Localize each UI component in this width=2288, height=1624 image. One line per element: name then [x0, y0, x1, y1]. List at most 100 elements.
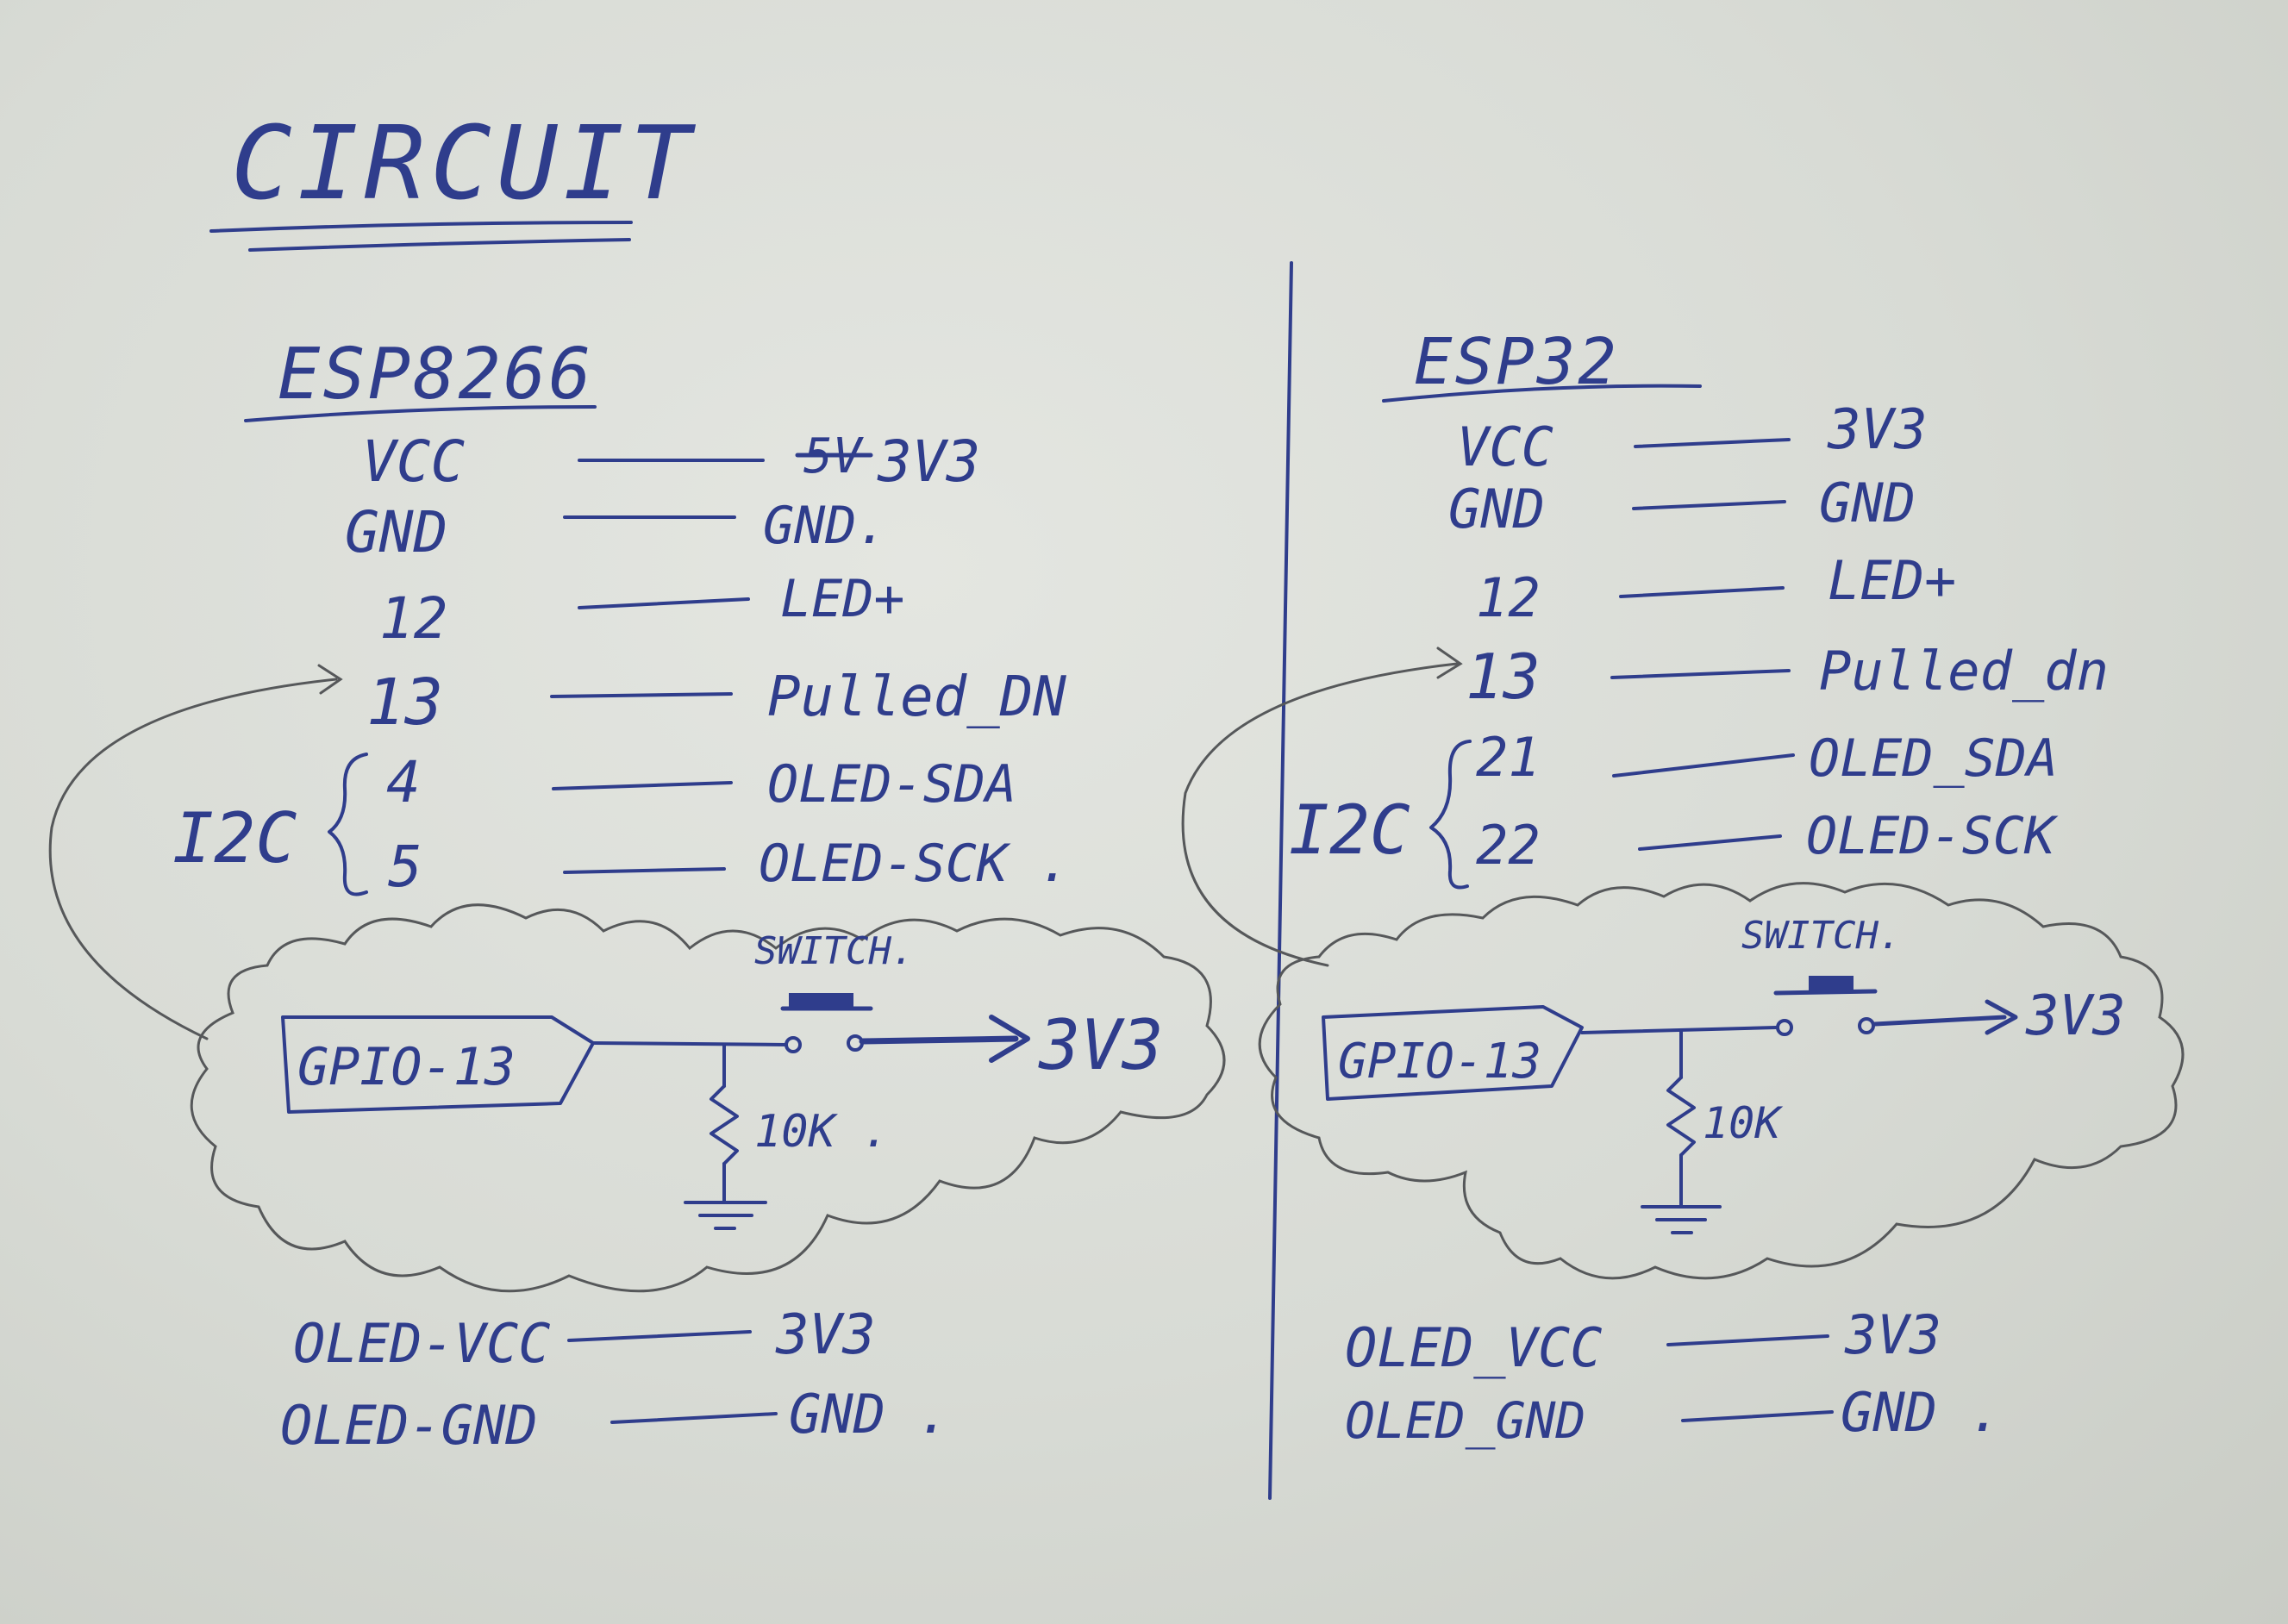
pin-target: OLED-SCK .	[759, 834, 1070, 894]
connection-line	[1610, 669, 1791, 679]
supply-wire	[1872, 1015, 2007, 1027]
gpio-label: GPIO-13	[297, 1037, 516, 1097]
esp8266-pin-row: GND GND.	[345, 496, 888, 565]
pin-target: GND.	[763, 496, 888, 556]
esp8266-pin-row: VCC 5V 3V3	[362, 428, 980, 495]
resistor-symbol	[710, 1084, 739, 1165]
title-underline	[209, 221, 633, 252]
pin-label: 12	[379, 585, 447, 652]
pin-target: Pulled_DN	[767, 665, 1066, 729]
pin-target: GND .	[1841, 1381, 2002, 1444]
i2c-label: I2C	[1289, 792, 1410, 870]
supply-wire	[859, 1035, 1019, 1045]
pin-label: 4	[386, 749, 421, 815]
arrow-head	[317, 664, 343, 695]
feedback-arrow	[1181, 662, 1459, 967]
connection-line	[1666, 1334, 1829, 1346]
esp32-pin-row: 13 Pulled_dn	[1466, 640, 2109, 713]
pin-target: 3V3	[775, 1303, 876, 1367]
ground-symbol	[684, 1201, 767, 1230]
esp8266-heading: ESP8266	[278, 334, 594, 415]
esp8266-section: ESP8266 VCC 5V 3V3 GND GND. 12 LED+ 13 P…	[48, 334, 1226, 1457]
connection-line	[578, 597, 750, 609]
pin-target: LED+	[1828, 549, 1956, 612]
pin-target: 3V3	[1827, 398, 1928, 462]
resistor-label: 10K	[1703, 1098, 1784, 1148]
esp8266-pin-row: 12 LED+	[379, 569, 905, 652]
connection-line	[552, 781, 733, 790]
esp32-oled-row: OLED_VCC 3V3	[1345, 1303, 1941, 1379]
connection-line	[1634, 438, 1791, 448]
switch-lever	[1773, 989, 1878, 996]
cloud-outline	[190, 903, 1226, 1293]
pin-target: GND .	[789, 1383, 950, 1446]
switch-actuator	[1809, 976, 1854, 991]
esp32-pin-row: GND GND	[1448, 472, 1916, 540]
pin-label: 5	[388, 834, 422, 900]
connection-line	[1681, 1410, 1834, 1422]
switch-contact	[1858, 1017, 1875, 1034]
ground-symbol	[1641, 1205, 1722, 1234]
pin-target: GND	[1819, 472, 1916, 534]
pin-label: OLED_VCC	[1345, 1316, 1603, 1379]
esp8266-underline	[244, 405, 597, 422]
pin-target: Pulled_dn	[1819, 640, 2109, 703]
connection-line	[610, 1412, 778, 1424]
i2c-brace	[328, 753, 368, 896]
pin-target: OLED_SDA	[1809, 728, 2058, 789]
resistor-symbol	[1666, 1076, 1696, 1157]
connection-line	[550, 692, 733, 698]
gpio-label: GPIO-13	[1338, 1034, 1541, 1090]
supply-arrowhead	[1985, 999, 2018, 1035]
connection-line	[1612, 753, 1795, 778]
divider-line	[1268, 261, 1293, 1500]
connection-line	[1638, 834, 1782, 851]
signal-wire	[1580, 1026, 1778, 1034]
supply-label: 3V3	[1038, 1005, 1164, 1085]
esp32-pin-row: 22 OLED-SCK	[1476, 806, 2059, 877]
esp8266-pin-row: 13 Pulled_DN	[366, 665, 1066, 740]
pin-label: VCC	[362, 428, 465, 495]
feedback-arrow	[48, 678, 338, 1040]
pin-label: 13	[1466, 640, 1541, 713]
pin-label: 13	[366, 665, 443, 740]
gpio-tag	[281, 1015, 595, 1114]
pin-label: VCC	[1457, 415, 1553, 478]
pin-label: 12	[1476, 566, 1541, 629]
gpio-tag	[1322, 1005, 1584, 1101]
cloud-outline	[1258, 882, 2185, 1280]
page-title: CIRCUIT	[231, 103, 696, 222]
esp8266-oled-row: OLED-VCC 3V3	[293, 1303, 876, 1375]
esp32-underline	[1382, 384, 1702, 403]
esp8266-pin-row: 5 OLED-SCK .	[388, 834, 1070, 900]
i2c-label: I2C	[172, 798, 297, 878]
connection-line	[1619, 586, 1785, 598]
arrow-head	[1436, 646, 1463, 679]
switch-label: SWITCH.	[1741, 914, 1901, 958]
pin-target: OLED-SCK	[1806, 806, 2059, 866]
pin-label: 21	[1476, 726, 1541, 789]
esp32-section: ESP32 VCC 3V3 GND GND 12 LED+ 13 Pulled_…	[1181, 325, 2185, 1450]
esp8266-pin-row: 4 OLED-SDA	[386, 749, 1016, 815]
pin-target: 3V3	[877, 428, 980, 495]
switch-label: SWITCH.	[754, 929, 914, 973]
pin-label: OLED-VCC	[293, 1312, 551, 1375]
supply-arrowhead	[989, 1015, 1030, 1063]
esp32-pin-row: 21 OLED_SDA	[1476, 726, 2058, 789]
pin-target: LED+	[780, 569, 905, 629]
pin-label: GND	[1448, 478, 1545, 540]
pin-target: OLED-SDA	[767, 754, 1016, 815]
esp32-pin-row: 12 LED+	[1476, 549, 1956, 629]
switch-actuator	[789, 993, 853, 1007]
signal-wire	[591, 1041, 788, 1046]
esp32-pin-row: VCC 3V3	[1457, 398, 1928, 478]
pin-label: OLED-GND	[280, 1394, 538, 1457]
resistor-label: 10K .	[754, 1106, 890, 1158]
pin-label: OLED_GND	[1345, 1391, 1585, 1450]
i2c-brace	[1429, 740, 1472, 890]
connection-line	[563, 867, 726, 874]
switch-contact	[1776, 1019, 1793, 1036]
switch-contact	[785, 1036, 802, 1053]
